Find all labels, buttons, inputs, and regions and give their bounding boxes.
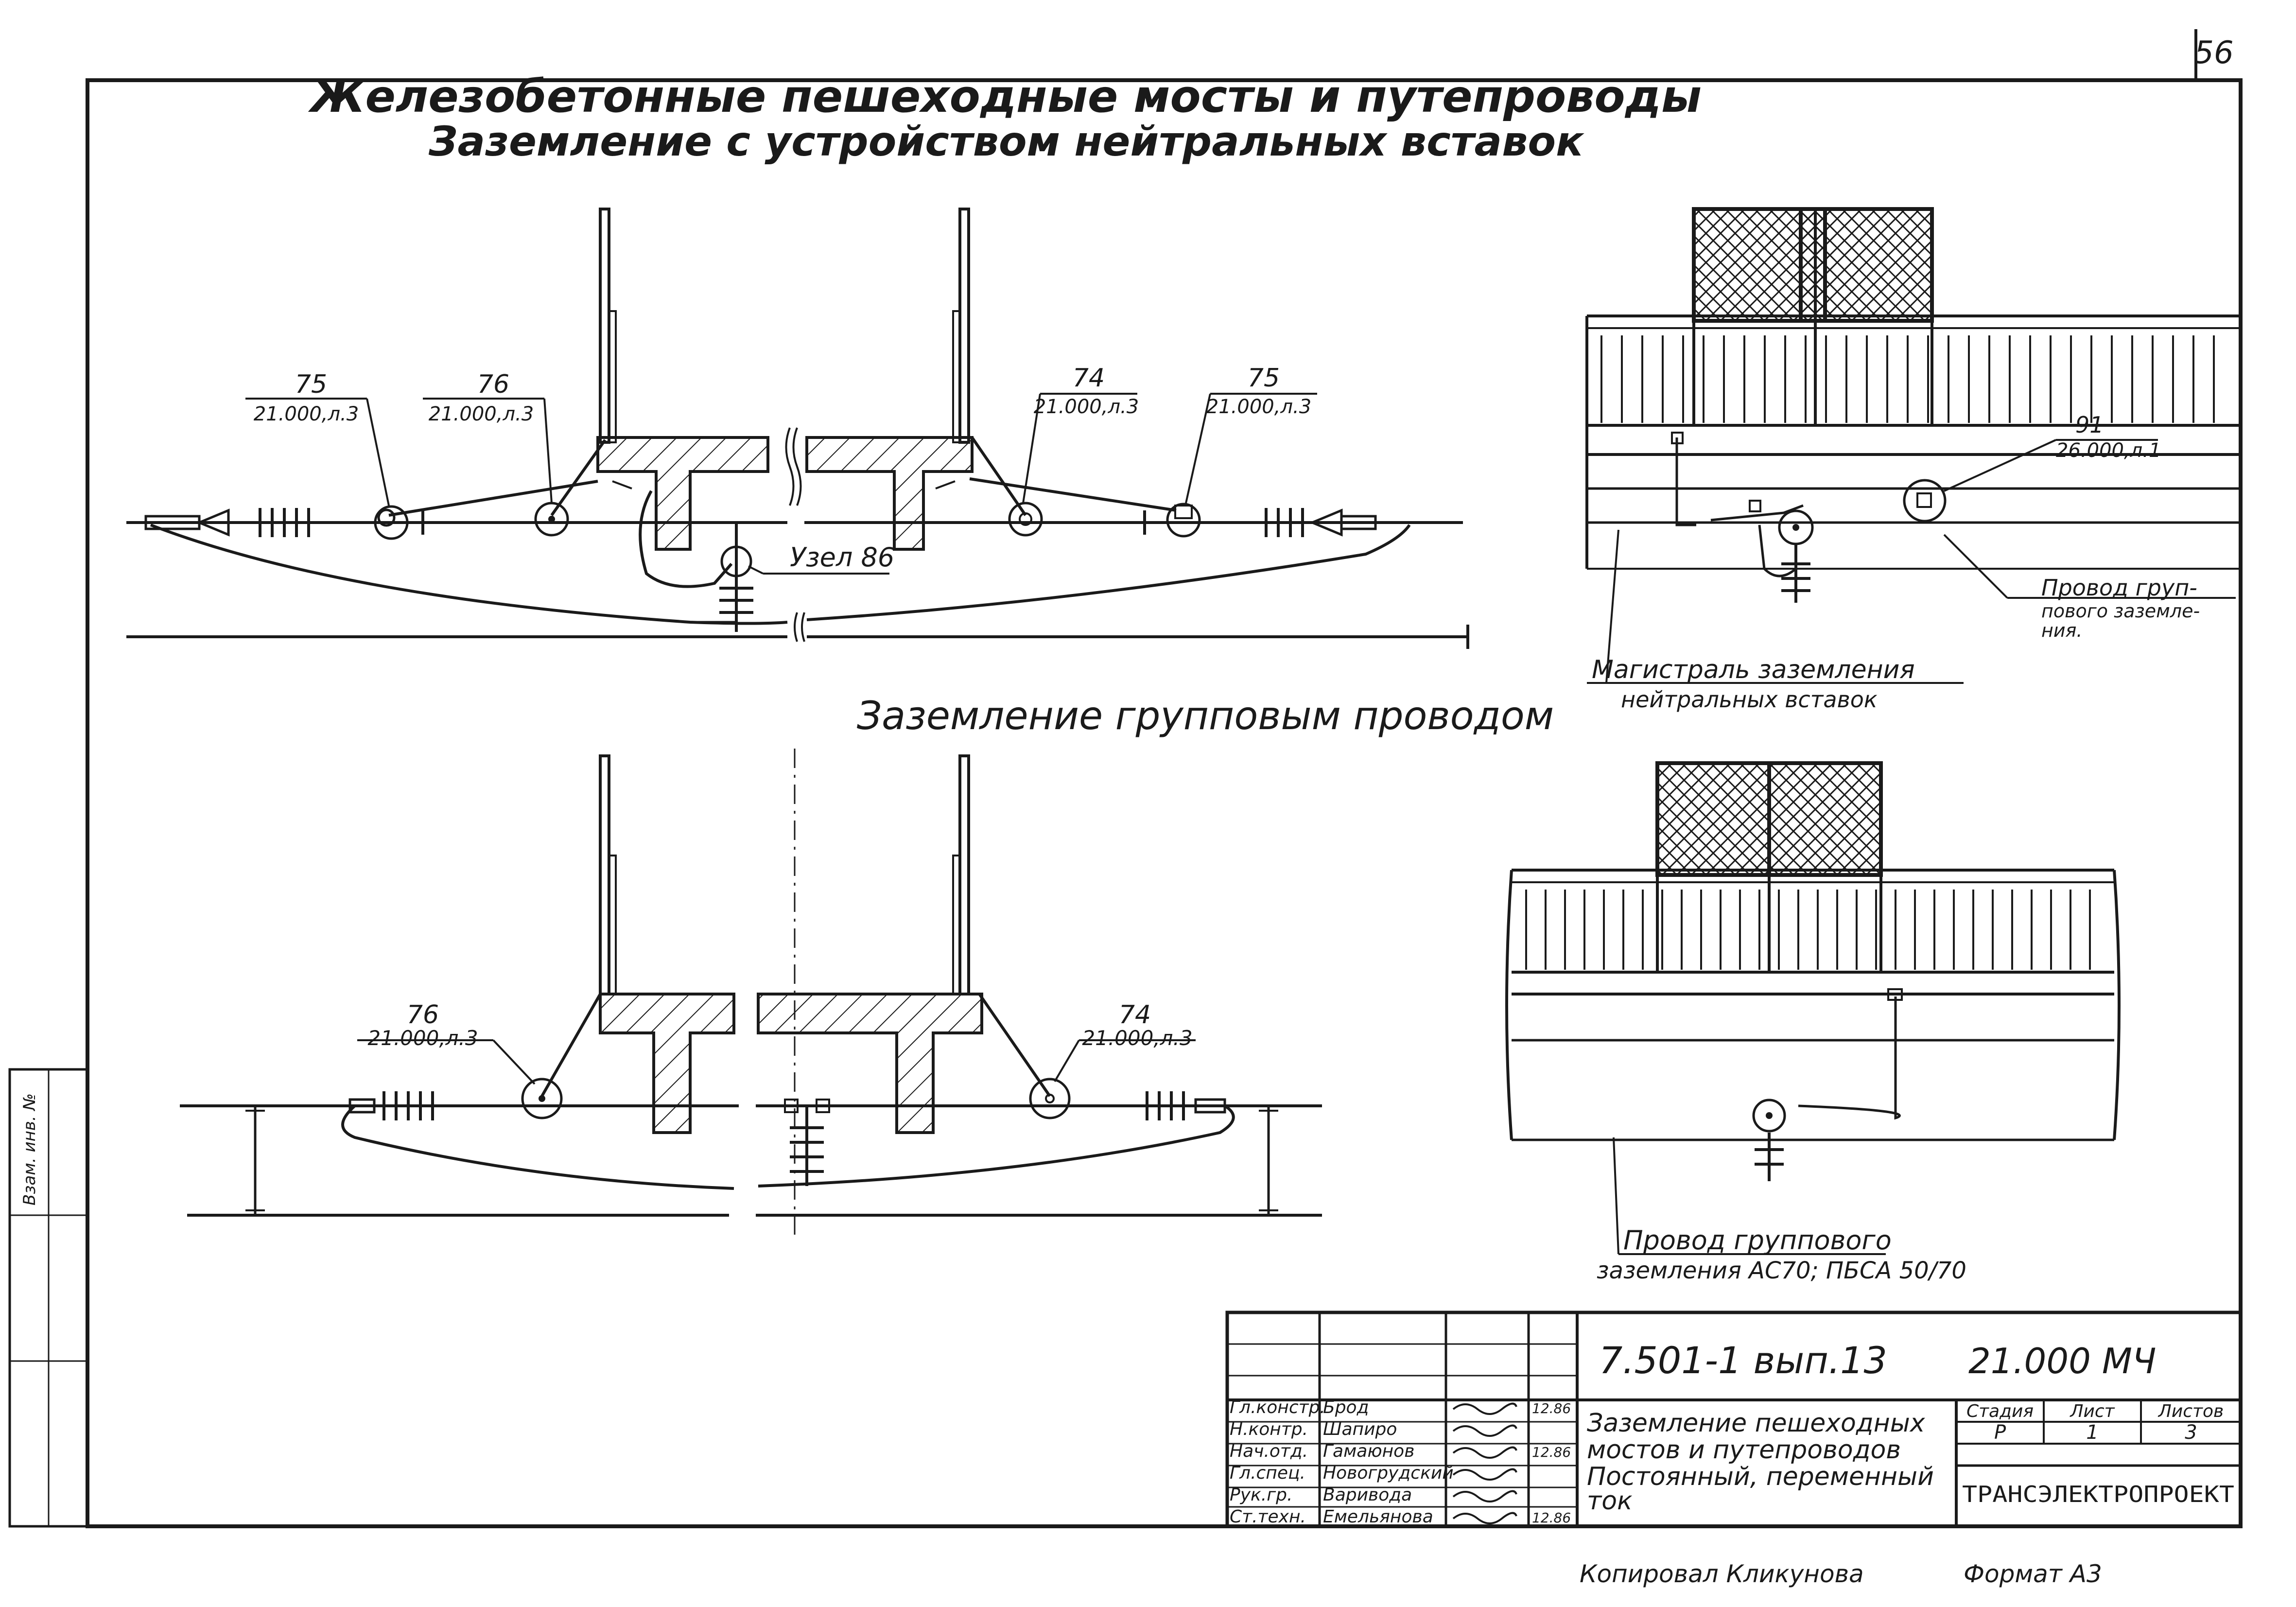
callout-number: 91 xyxy=(2075,412,2104,438)
section-title-group-wire: Заземление групповым проводом xyxy=(857,693,1554,738)
signature-name: Гамаюнов xyxy=(1323,1441,1414,1461)
signature-name: Шапиро xyxy=(1323,1419,1397,1439)
neutral-insert-main-caption-line-2: нейтральных вставок xyxy=(1621,686,1878,713)
group-wire-caption-line-2: заземления АС70; ПБСА 50/70 xyxy=(1597,1257,1966,1284)
signature-mark xyxy=(1452,1402,1517,1415)
signature-date: 12.86 xyxy=(1532,1510,1571,1526)
side-top-note: Провод груп- пового заземле- ния. xyxy=(1943,534,2236,641)
group-wire-note-line-2: пового заземле- xyxy=(2041,600,2200,622)
sheet-value: 1 xyxy=(2086,1421,2098,1444)
signature-mark xyxy=(1452,1512,1517,1524)
callout-reference: 21.000,л.3 xyxy=(254,403,359,425)
drawing-description-line-1: Заземление пешеходных xyxy=(1587,1409,1926,1438)
bottom-callout-76: 76 21.000,л.3 xyxy=(357,1000,536,1085)
signature-mark xyxy=(1452,1468,1517,1481)
top-callout-74: 74 21.000,л.3 xyxy=(1022,364,1139,504)
margin-stamp-label: Взам. инв. № xyxy=(20,1093,39,1205)
title-block: 7.501-1 вып.13 21.000 МЧ Гл.констр.Брод 1… xyxy=(1225,1310,2243,1528)
signature-name: Варивода xyxy=(1323,1485,1412,1505)
side-top-caption: Магистраль заземления нейтральных вставо… xyxy=(1587,529,1964,713)
signature-role: Н.контр. xyxy=(1230,1419,1308,1439)
sheet-frame xyxy=(86,29,2243,1528)
col-sheet-header: Лист xyxy=(2069,1401,2115,1421)
callout-reference: 21.000,л.3 xyxy=(429,403,534,425)
top-callout-75-left: 75 21.000,л.3 xyxy=(245,370,390,506)
drawing-code: 21.000 МЧ xyxy=(1968,1341,2156,1381)
drawing-description-line-2: мостов и путепроводов xyxy=(1587,1435,1901,1465)
callout-number: 76 xyxy=(407,1000,439,1030)
margin-stamp: Взам. инв. № xyxy=(8,1068,89,1528)
drawing-description-line-4: ток xyxy=(1587,1486,1633,1516)
callout-number: 74 xyxy=(1073,364,1105,393)
side-top-callout-91: 91 26.000,л.1 xyxy=(1944,412,2161,492)
group-wire-note-line-1: Провод груп- xyxy=(2041,575,2197,601)
signature-role: Рук.гр. xyxy=(1230,1485,1292,1505)
callout-number: 74 xyxy=(1119,1000,1151,1030)
top-callout-75-right: 75 21.000,л.3 xyxy=(1185,364,1317,504)
sheets-value: 3 xyxy=(2185,1421,2197,1444)
group-wire-caption-line-1: Провод группового xyxy=(1623,1225,1892,1256)
title-line-1: Железобетонные пешеходные мосты и путепр… xyxy=(308,70,1702,122)
side-elevation-top xyxy=(1585,207,2241,603)
paper-format: Формат А3 xyxy=(1964,1560,2102,1588)
signature-date: 12.86 xyxy=(1532,1444,1571,1460)
top-bridge-diagram: Узел 86 xyxy=(126,208,1469,649)
col-stage-header: Стадия xyxy=(1966,1401,2034,1421)
signature-role: Гл.спец. xyxy=(1230,1463,1305,1483)
signature-mark xyxy=(1452,1446,1517,1459)
callout-reference: 26.000,л.1 xyxy=(2056,439,2161,462)
stage-value: Р xyxy=(1994,1421,2006,1444)
bottom-bridge-diagram xyxy=(180,749,1322,1235)
signature-name: Емельянова xyxy=(1323,1507,1433,1527)
signature-mark xyxy=(1452,1490,1517,1502)
signature-name: Новогрудский xyxy=(1323,1463,1454,1483)
signature-name: Брод xyxy=(1323,1397,1369,1417)
document-code: 7.501-1 вып.13 xyxy=(1599,1339,1887,1382)
signature-date: 12.86 xyxy=(1532,1400,1571,1416)
top-callout-76: 76 21.000,л.3 xyxy=(423,370,553,504)
sheet-number: 56 xyxy=(2194,35,2233,71)
organization-name: ТРАНСЭЛЕКТРОПРОЕКТ xyxy=(1962,1481,2234,1507)
callout-reference: 21.000,л.3 xyxy=(1082,1026,1192,1050)
bottom-callout-74: 74 21.000,л.3 xyxy=(1054,1000,1196,1083)
callout-number: 76 xyxy=(477,370,509,399)
side-bottom-caption: Провод группового заземления АС70; ПБСА … xyxy=(1597,1137,1966,1284)
callout-reference: 21.000,л.3 xyxy=(1034,396,1139,418)
callout-reference: 21.000,л.3 xyxy=(367,1026,478,1050)
node-86-label: Узел 86 xyxy=(790,542,894,573)
callout-number: 75 xyxy=(295,370,327,399)
signature-role: Ст.техн. xyxy=(1230,1507,1306,1527)
group-wire-note-line-3: ния. xyxy=(2041,620,2082,641)
callout-reference: 21.000,л.3 xyxy=(1206,396,1311,418)
side-elevation-bottom xyxy=(1505,761,2121,1181)
neutral-insert-main-caption-line-1: Магистраль заземления xyxy=(1592,655,1915,684)
copied-by: Копировал Кликунова xyxy=(1580,1560,1864,1588)
title-line-2: Заземление с устройством нейтральных вст… xyxy=(428,118,1584,165)
drawing-description-line-3: Постоянный, переменный xyxy=(1587,1462,1934,1491)
col-sheets-header: Листов xyxy=(2157,1401,2224,1421)
signature-role: Гл.констр. xyxy=(1230,1397,1325,1417)
signature-role: Нач.отд. xyxy=(1230,1441,1308,1461)
callout-number: 75 xyxy=(1248,364,1280,393)
signature-mark xyxy=(1452,1424,1517,1437)
